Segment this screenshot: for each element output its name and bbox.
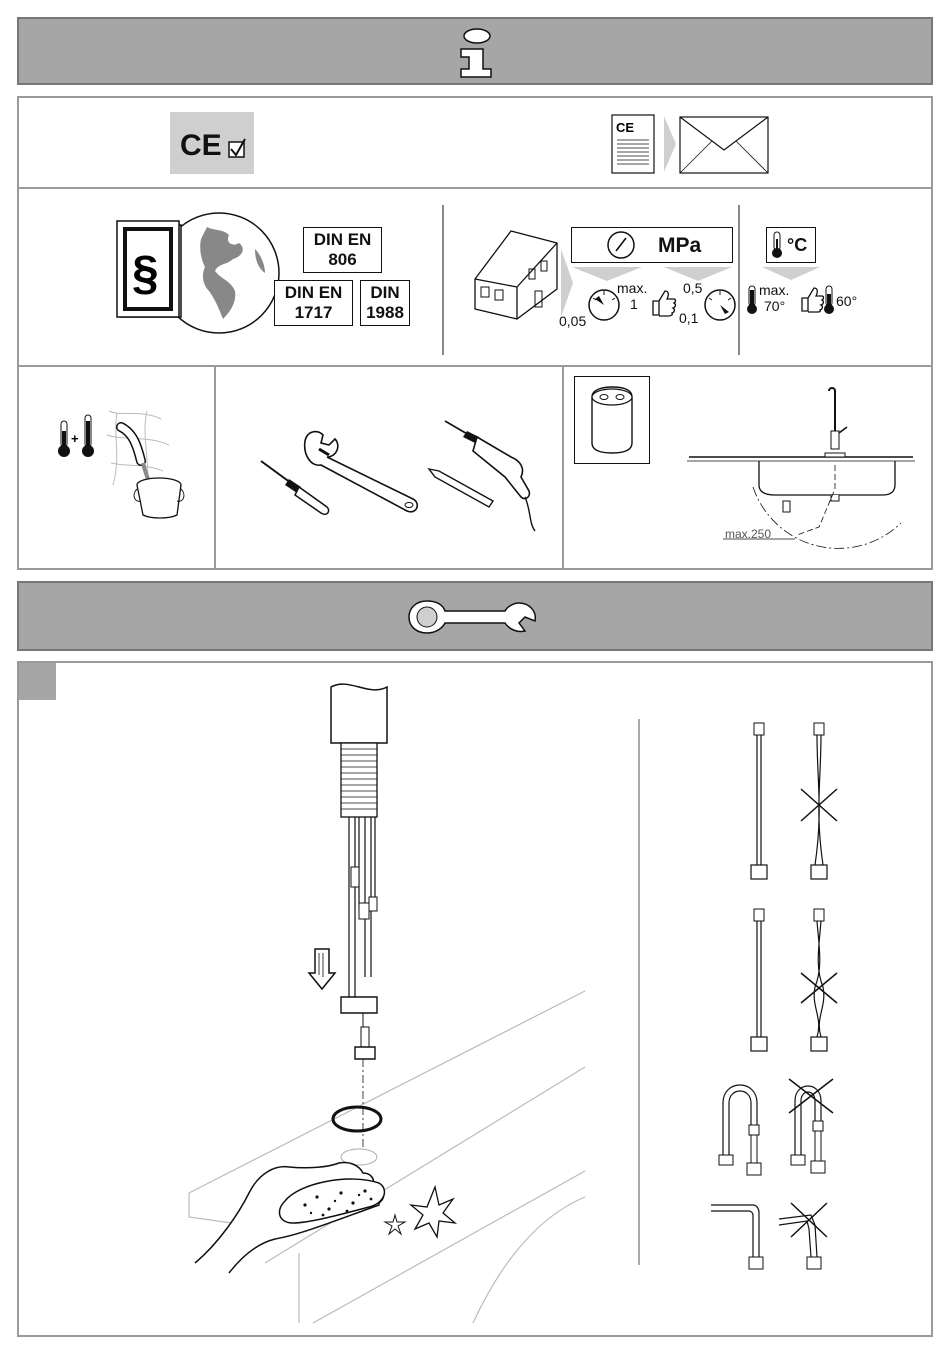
hose-correct-straight-icon xyxy=(749,721,769,885)
sink-tap-diagram xyxy=(687,387,927,547)
tools-icon xyxy=(249,415,549,545)
o-ring-icon xyxy=(329,1103,389,1143)
thumbs-up-icon xyxy=(799,285,825,313)
thermometer-icon xyxy=(746,285,758,315)
arrow-right-icon xyxy=(664,116,678,176)
installation-step-panel xyxy=(17,661,933,1337)
regulations-globe-icon: § xyxy=(115,209,285,339)
spanner-icon xyxy=(407,595,537,639)
hose-wrong-twisted-icon xyxy=(789,907,849,1057)
standard-din-1988-line1: DIN xyxy=(361,283,409,303)
temperature-recommended-value: 60° xyxy=(836,294,857,309)
divider-vertical xyxy=(738,205,740,355)
adjustable-wrench-icon xyxy=(305,432,418,512)
installation-header-band xyxy=(17,581,933,651)
pressure-gauge-icon xyxy=(606,230,636,260)
divider-vertical xyxy=(214,367,216,568)
pressure-unit-label: MPa xyxy=(658,234,701,258)
standard-din-en-1717-line1: DIN EN xyxy=(275,283,352,303)
divider-vertical xyxy=(638,719,640,1265)
sparkle-small-icon xyxy=(383,1213,407,1237)
standard-din-en-1717: DIN EN 1717 xyxy=(274,280,353,326)
thermometer-icon xyxy=(823,285,835,315)
cartridge-distance-label: max.250 xyxy=(725,527,771,542)
cartridge-box xyxy=(574,376,650,464)
hose-wrong-loop-icon xyxy=(781,1071,841,1181)
standard-din-1988-line2: 1988 xyxy=(361,303,409,323)
flush-pipes-bucket-icon: + xyxy=(51,405,191,525)
standard-din-1988: DIN 1988 xyxy=(360,280,410,326)
nut-fitting-icon xyxy=(351,1025,391,1065)
pressure-recommended-top: 0,5 xyxy=(683,281,702,296)
step-number-box xyxy=(19,663,56,700)
envelope-icon xyxy=(679,116,771,176)
svg-text:+: + xyxy=(71,431,79,446)
house-icon xyxy=(471,229,563,329)
pressure-max-value: 1 xyxy=(630,297,638,312)
pressure-min-value: 0,05 xyxy=(559,314,586,329)
info-header-band xyxy=(17,17,933,85)
conformity-panel: CE CE xyxy=(17,96,933,189)
standard-din-en-806: DIN EN 806 xyxy=(303,227,382,273)
cartridge-filter-icon xyxy=(584,383,640,457)
info-icon xyxy=(439,19,499,79)
thermometer-icon xyxy=(771,231,783,259)
electric-drill-icon xyxy=(445,421,535,531)
arrow-down-icon xyxy=(307,947,337,991)
temperature-max-label: max. xyxy=(759,283,789,298)
ce-mark-icon: CE xyxy=(170,112,254,174)
svg-text:§: § xyxy=(132,247,159,300)
hose-correct-bend-icon xyxy=(709,1199,769,1279)
declaration-document-icon: CE xyxy=(611,114,661,176)
temperature-max-value: 70° xyxy=(764,299,785,314)
divider-vertical xyxy=(562,367,564,568)
standard-din-en-1717-line2: 1717 xyxy=(275,303,352,323)
hose-wrong-kink-icon xyxy=(777,1199,837,1279)
thumbs-up-icon xyxy=(649,287,677,317)
hose-correct-straight-icon xyxy=(749,907,769,1057)
pressure-gauge-min-icon xyxy=(587,288,621,322)
divider-vertical xyxy=(442,205,444,355)
temperature-unit-label: °C xyxy=(787,235,807,256)
funnel-arrows-icon xyxy=(572,267,732,287)
screwdriver-icon xyxy=(261,461,329,514)
temperature-unit-box: °C xyxy=(766,227,816,263)
pressure-max-label: max. xyxy=(617,281,647,296)
hose-wrong-twisted-icon xyxy=(789,721,849,885)
standard-din-en-806-line1: DIN EN xyxy=(304,230,381,250)
svg-text:CE: CE xyxy=(616,120,634,135)
svg-text:CE: CE xyxy=(180,129,222,162)
preparation-panel: + xyxy=(17,365,933,570)
standard-din-en-806-line2: 806 xyxy=(304,250,381,270)
pressure-gauge-recommended-icon xyxy=(703,288,737,322)
pressure-unit-box: MPa xyxy=(571,227,733,263)
hose-correct-loop-icon xyxy=(715,1075,765,1185)
pressure-recommended-bottom: 0,1 xyxy=(679,311,698,326)
pencil-icon xyxy=(429,469,493,507)
requirements-panel: § DIN EN 806 DIN EN 1717 DIN 1988 MPa xyxy=(17,187,933,367)
